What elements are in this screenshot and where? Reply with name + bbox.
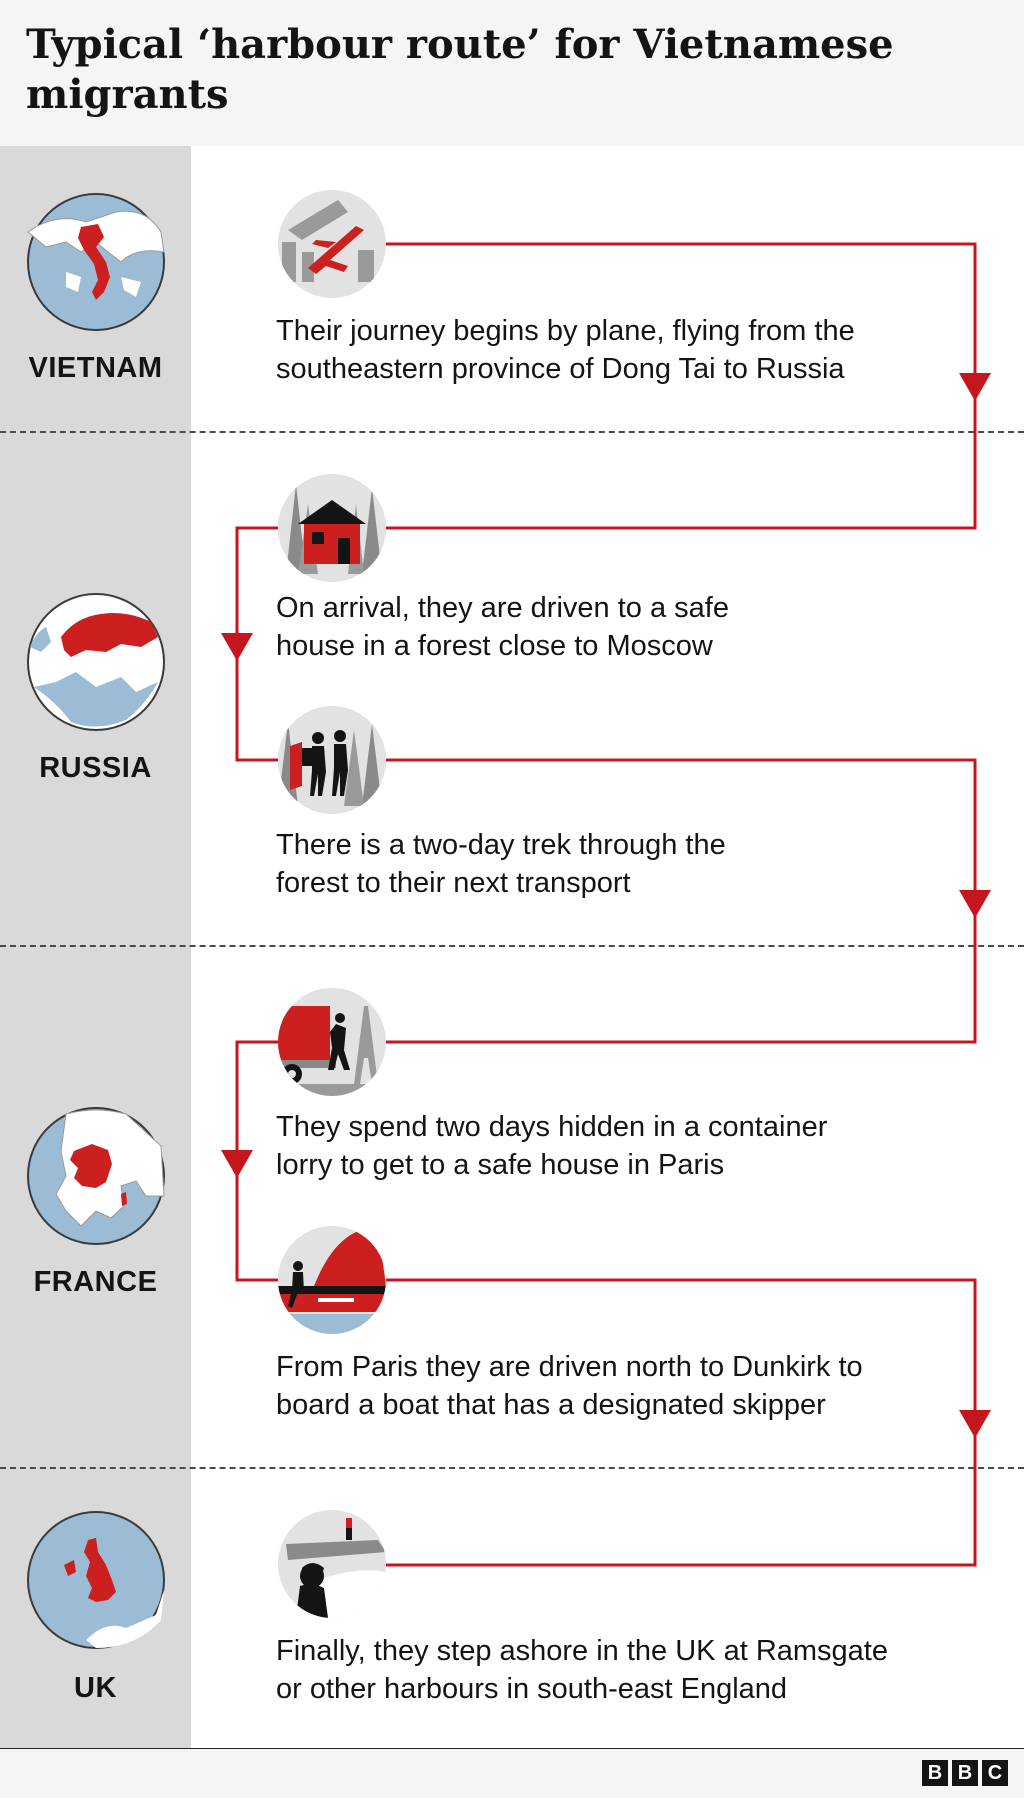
lorry-eiffel-icon: [278, 988, 386, 1096]
country-label-russia: RUSSIA: [39, 752, 152, 784]
step-text-5: From Paris they are driven north to Dunk…: [276, 1348, 996, 1424]
header: Typical ‘harbour route’ for Vietnamese m…: [0, 0, 1024, 146]
globe-uk-icon: [27, 1511, 165, 1649]
step-line: Finally, they step ashore in the UK at R…: [276, 1635, 888, 1667]
harbour-icon: [278, 1510, 386, 1618]
route-arrow: [221, 1150, 253, 1178]
step-line: southeastern province of Dong Tai to Rus…: [276, 353, 845, 385]
step-line: They spend two days hidden in a containe…: [276, 1111, 828, 1143]
step-line: From Paris they are driven north to Dunk…: [276, 1351, 863, 1383]
step-text-4: They spend two days hidden in a containe…: [276, 1108, 996, 1184]
globe-russia-icon: [27, 593, 165, 731]
logo-letter: B: [922, 1760, 948, 1786]
step-line: On arrival, they are driven to a safe: [276, 592, 729, 624]
route-arrow: [221, 633, 253, 661]
bbc-logo: B B C: [922, 1760, 1008, 1786]
step-line: or other harbours in south-east England: [276, 1673, 788, 1705]
step-line: forest to their next transport: [276, 867, 631, 899]
section-divider: [0, 431, 1024, 433]
logo-letter: C: [982, 1760, 1008, 1786]
step-text-3: There is a two-day trek through the fore…: [276, 826, 996, 902]
section-divider: [0, 945, 1024, 947]
route-segment: [235, 526, 278, 762]
globe-france-icon: [27, 1107, 165, 1245]
step-text-6: Finally, they step ashore in the UK at R…: [276, 1632, 996, 1708]
forest-trek-icon: [278, 706, 386, 814]
step-line: There is a two-day trek through the: [276, 829, 726, 861]
route-segment: [235, 1040, 278, 1282]
section-divider: [0, 1467, 1024, 1469]
page-title: Typical ‘harbour route’ for Vietnamese m…: [26, 21, 894, 118]
logo-letter: B: [952, 1760, 978, 1786]
footer-divider: [0, 1748, 1024, 1749]
step-line: house in a forest close to Moscow: [276, 630, 713, 662]
step-text-1: Their journey begins by plane, flying fr…: [276, 312, 996, 388]
globe-vietnam-icon: [27, 193, 165, 331]
country-label-france: FRANCE: [33, 1266, 158, 1298]
country-label-uk: UK: [74, 1672, 117, 1704]
country-label-vietnam: VIETNAM: [28, 352, 163, 384]
step-line: Their journey begins by plane, flying fr…: [276, 315, 855, 347]
forest-house-icon: [278, 474, 386, 582]
step-line: board a boat that has a designated skipp…: [276, 1389, 826, 1421]
step-line: lorry to get to a safe house in Paris: [276, 1149, 725, 1181]
footer: [0, 1749, 1024, 1798]
boat-icon: [278, 1226, 386, 1334]
country-sidebar: [0, 146, 191, 1748]
step-text-2: On arrival, they are driven to a safe ho…: [276, 589, 996, 665]
airplane-icon: [278, 190, 386, 298]
